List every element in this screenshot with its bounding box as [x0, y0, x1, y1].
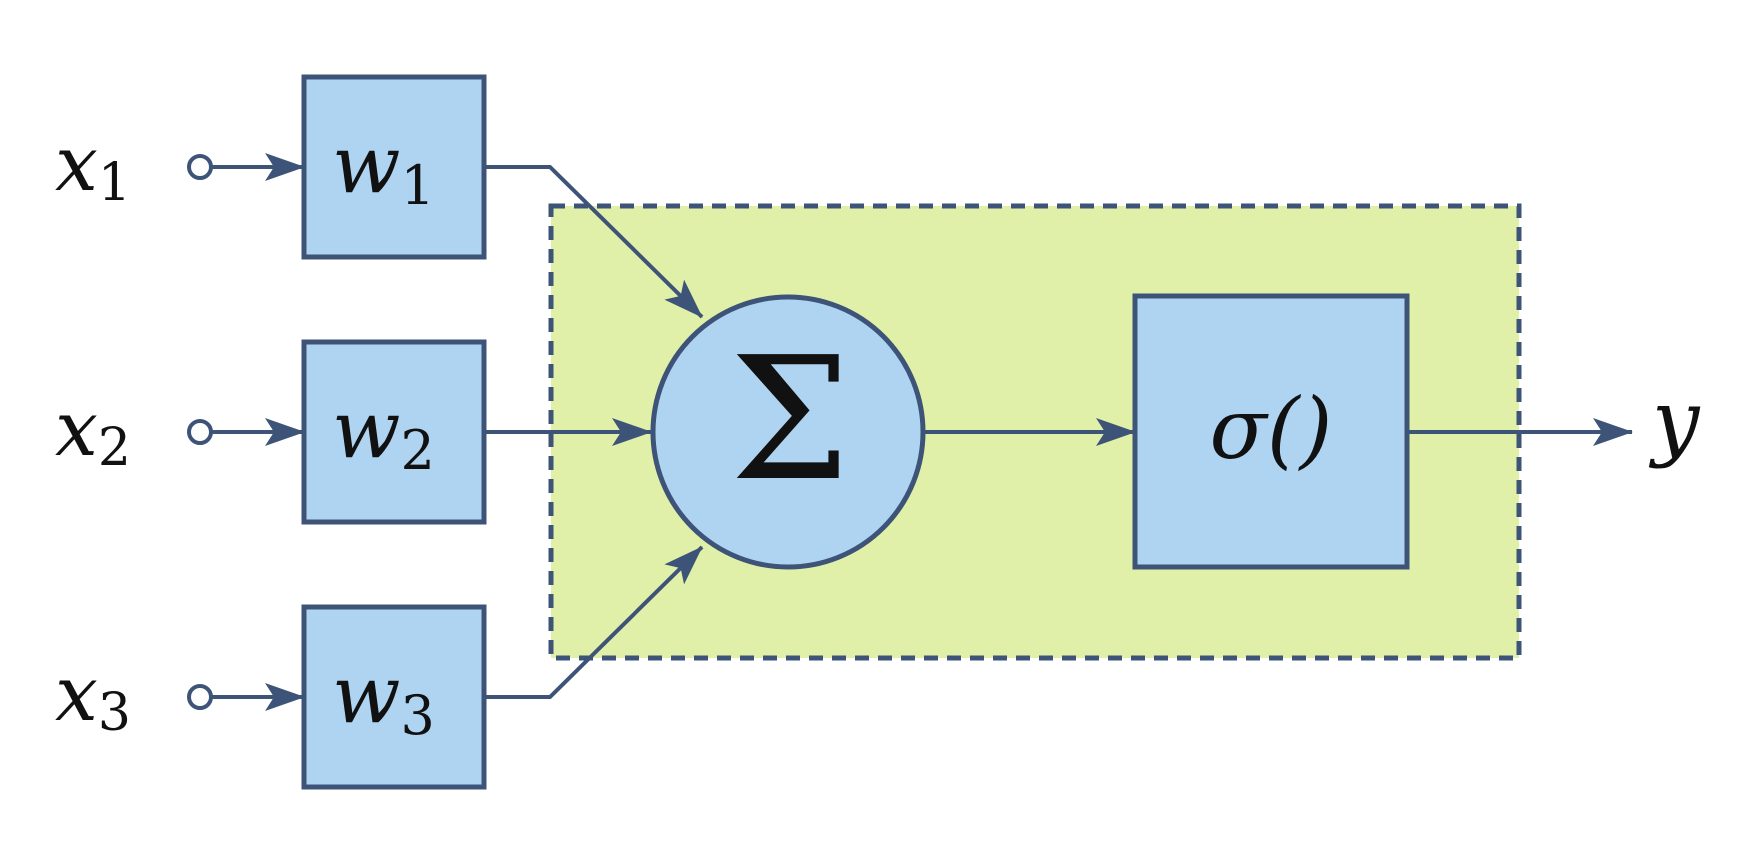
input-label-x3: x3: [55, 649, 131, 743]
weight-to-sum-arrow-1: [484, 165, 704, 319]
weight-to-sum-arrow-3: [484, 545, 704, 699]
weight-label-w3: w3: [332, 648, 435, 747]
input-row-3: x3 w3: [55, 545, 704, 790]
weight-box-w1: [301, 74, 487, 260]
activation-box: [1132, 293, 1410, 570]
input-label-x2: x2: [55, 384, 131, 478]
input-row-2: x2 w2: [55, 339, 652, 525]
output-label: y: [1648, 372, 1701, 470]
weight-box-w3: [301, 604, 487, 790]
input-terminal-3: [187, 684, 213, 710]
weight-box-w2: [301, 339, 487, 525]
input-terminal-1: [187, 154, 213, 180]
input-label-x1: x1: [55, 119, 131, 213]
weight-label-w2: w2: [332, 383, 435, 482]
input-terminal-2: [187, 419, 213, 445]
input-row-1: x1 w1: [55, 74, 704, 319]
weight-label-w1: w1: [332, 118, 435, 217]
activation-label: σ(): [1210, 380, 1333, 478]
summation-symbol: Σ: [730, 321, 850, 519]
